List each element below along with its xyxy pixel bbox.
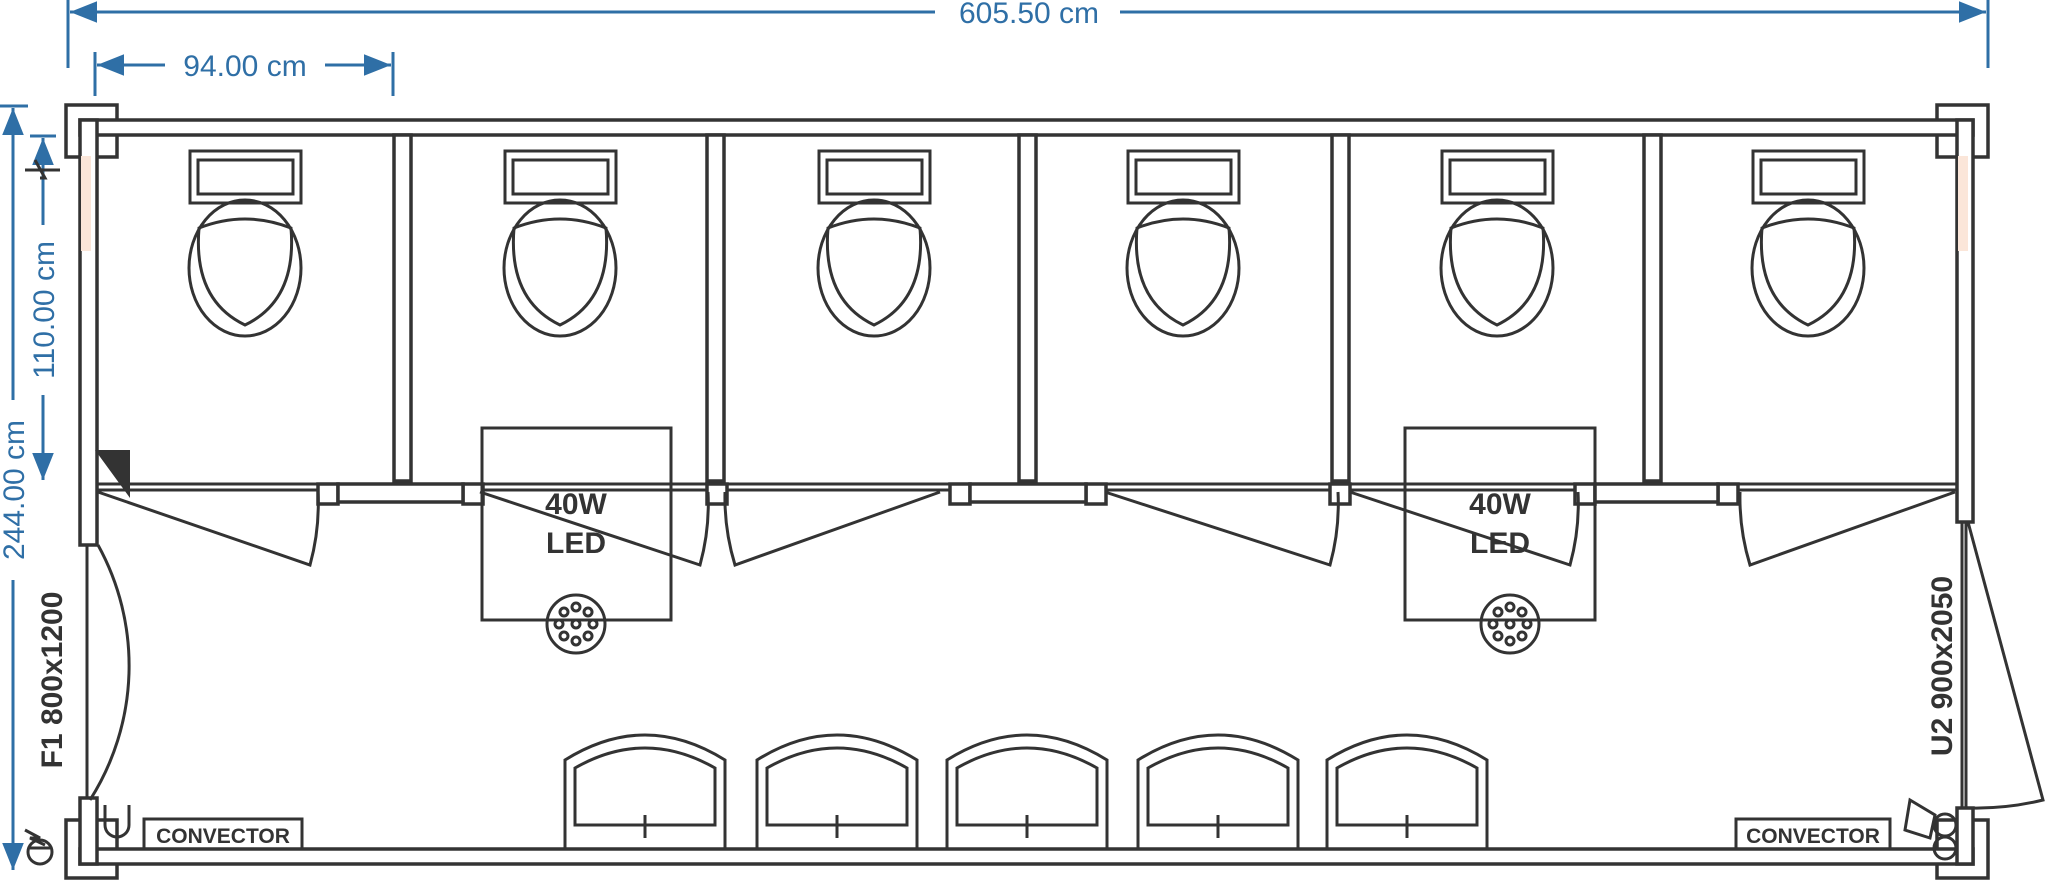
stall-width-label: 94.00 cm: [183, 50, 306, 83]
total-length-label: 605.50 cm: [959, 0, 1099, 30]
convector-left: CONVECTOR: [142, 817, 304, 851]
door-post: [948, 482, 972, 506]
door-post: [1716, 482, 1740, 506]
partition-panel: [968, 482, 1088, 504]
sink-icon: [945, 733, 1109, 849]
light-type-label: LED: [546, 527, 606, 560]
toilet-icon: [1439, 149, 1555, 338]
convector-label: CONVECTOR: [1746, 825, 1880, 848]
sink-icon: [755, 733, 919, 849]
sink-icon: [563, 733, 727, 849]
dimension-total-width: 244.00 cm: [0, 104, 31, 870]
stall-doors: [97, 490, 1956, 567]
toilet-icon: [1750, 149, 1866, 338]
dimension-stall-width: 94.00 cm: [93, 50, 395, 96]
partition-panel: [336, 482, 465, 504]
toilet-icon: [816, 149, 932, 338]
stall-depth-label: 110.00 cm: [28, 241, 61, 379]
dimension-stall-depth: 110.00 cm: [28, 134, 61, 480]
exterior-walls: [64, 103, 2045, 880]
door-post: [1084, 482, 1108, 506]
partition-wall: [1642, 133, 1663, 483]
floor-drain-icon: [1479, 593, 1541, 655]
partition-panel: [1593, 482, 1720, 504]
door-label: U2 900x2050: [1926, 576, 1959, 756]
stall-door-swing: [1738, 490, 1956, 567]
window-label: F1 800x1200: [36, 592, 69, 769]
floor-drain-icon: [545, 593, 607, 655]
sink-icon: [1325, 733, 1489, 849]
led-light-right: 40W LED: [1403, 426, 1597, 622]
switch-icon: [95, 450, 130, 498]
stall-door-swing: [1349, 490, 1580, 567]
door-post: [316, 482, 340, 506]
toilet-icon: [187, 149, 303, 338]
window-frame: [81, 156, 91, 251]
partition-wall: [1017, 133, 1038, 483]
stall-door-swing: [723, 490, 941, 567]
toilets: [187, 149, 1866, 338]
partition-wall: [392, 133, 413, 483]
total-width-label: 244.00 cm: [0, 420, 31, 560]
convector-label: CONVECTOR: [156, 825, 290, 848]
sink-icon: [1136, 733, 1300, 849]
floor-drains: [545, 593, 1541, 655]
stall-door-swing: [479, 490, 710, 567]
boiler-icon: [1903, 797, 1958, 861]
electric-socket-icon: [24, 159, 60, 866]
stall-partitions: [97, 133, 1957, 506]
led-light-left: 40W LED: [480, 426, 673, 622]
light-type-label: LED: [1470, 527, 1530, 560]
partition-wall: [705, 133, 726, 483]
partition-wall: [1330, 133, 1351, 483]
sink-left-corner-icon: [103, 805, 131, 839]
light-power-label: 40W: [545, 488, 607, 521]
dimension-total-length: 605.50 cm: [66, 0, 1990, 68]
stall-door-swing: [1104, 490, 1340, 567]
door-post: [1328, 482, 1352, 506]
door-post: [461, 482, 485, 506]
toilet-icon: [1125, 149, 1241, 338]
sinks: [563, 733, 1489, 849]
stall-door-swing: [97, 490, 320, 567]
toilet-icon: [502, 149, 618, 338]
light-power-label: 40W: [1469, 488, 1531, 521]
convector-right: CONVECTOR: [1734, 817, 1892, 851]
